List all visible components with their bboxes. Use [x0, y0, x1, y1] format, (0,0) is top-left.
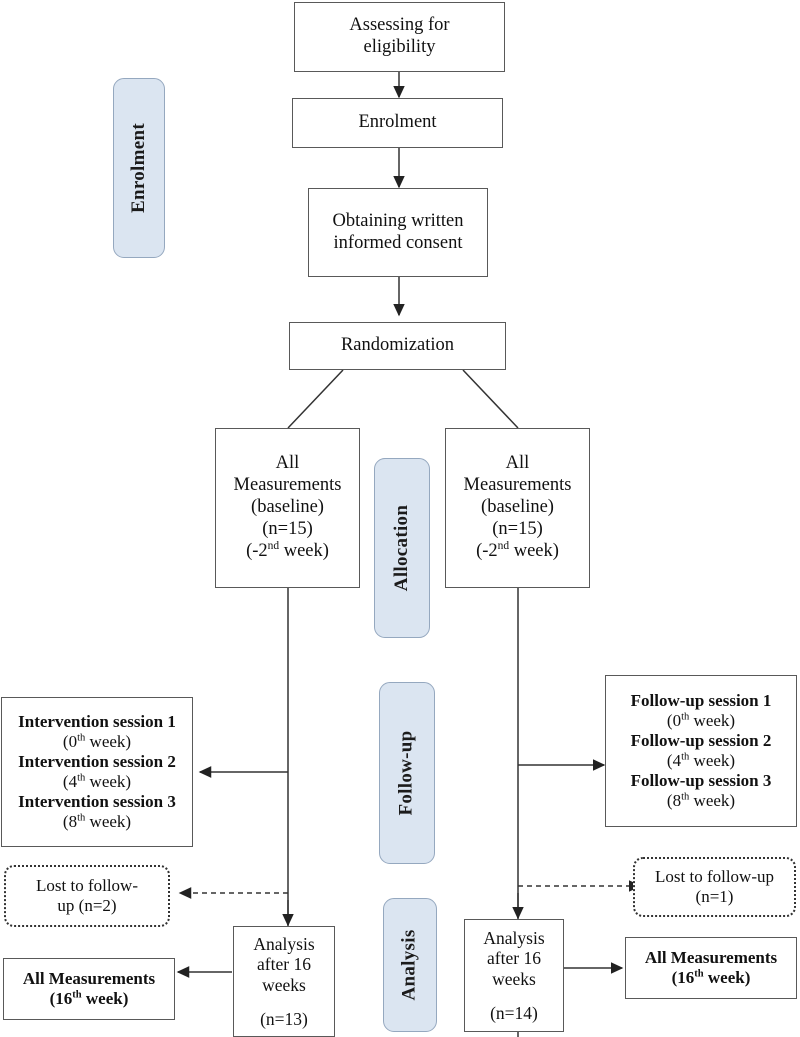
node-baseline-left: All Measurements (baseline) (n=15) (-2nd…: [215, 428, 360, 588]
analysis-left-line-2: after 16: [257, 954, 311, 975]
baseline-left-week-sup: nd: [267, 539, 280, 552]
analysis-left-line-1: Analysis: [253, 933, 315, 954]
intervention-week-3: (8th week): [62, 812, 132, 832]
lost-left-line-2: up (n=2): [57, 896, 117, 915]
consent-line-2: informed consent: [333, 232, 463, 253]
stage-band-followup: Follow-up: [379, 682, 435, 864]
final-right-week: (16th week): [671, 968, 751, 987]
followup-title-2: Follow-up session 2: [630, 730, 772, 750]
stage-label-analysis: Analysis: [399, 929, 421, 1001]
node-enrolment: Enrolment: [292, 98, 503, 148]
stage-label-followup: Follow-up: [396, 730, 418, 816]
analysis-right-line-2: after 16: [487, 948, 541, 969]
analysis-right-count: (n=14): [490, 1002, 538, 1023]
baseline-left-line-1: All: [275, 453, 300, 474]
intervention-title-2: Intervention session 2: [18, 751, 176, 771]
intervention-week-2: (4th week): [62, 772, 132, 791]
analysis-right-line-3: weeks: [492, 968, 536, 989]
baseline-left-line-3: (baseline): [251, 497, 324, 518]
baseline-right-line-4: (n=15): [492, 518, 543, 539]
followup-title-3: Follow-up session 3: [630, 771, 772, 791]
randomization-line-1: Randomization: [340, 335, 455, 356]
line-randomization-to-right-baseline: [462, 369, 519, 429]
baseline-right-line-2: Measurements: [463, 475, 572, 496]
baseline-left-line-2: Measurements: [233, 475, 342, 496]
followup-week-3: (8th week): [666, 791, 736, 811]
baseline-right-week-sup: nd: [497, 539, 510, 552]
followup-week-2: (4th week): [666, 751, 736, 770]
baseline-right-week: (-2nd week): [476, 539, 559, 561]
node-final-measurements-right: All Measurements (16th week): [625, 937, 797, 999]
stage-band-allocation: Allocation: [374, 458, 430, 638]
node-followup-sessions: Follow-up session 1 (0th week) Follow-up…: [605, 675, 797, 827]
baseline-left-week: (-2nd week): [246, 539, 329, 561]
lost-right-line-2: (n=1): [695, 887, 734, 906]
node-analysis-left: Analysis after 16 weeks (n=13): [233, 926, 335, 1037]
final-left-title: All Measurements: [22, 968, 156, 988]
final-right-title: All Measurements: [644, 947, 778, 967]
intervention-week-1: (0th week): [62, 731, 132, 751]
node-analysis-right: Analysis after 16 weeks (n=14): [464, 919, 564, 1032]
node-assessing-for-eligibility: Assessing for eligibility: [294, 2, 505, 72]
baseline-right-line-1: All: [505, 453, 530, 474]
enrolment-line-1: Enrolment: [358, 112, 437, 133]
assessing-line-1: Assessing for: [349, 15, 450, 36]
analysis-right-line-1: Analysis: [483, 927, 545, 948]
followup-title-1: Follow-up session 1: [630, 690, 772, 710]
node-lost-to-followup-left: Lost to follow- up (n=2): [4, 865, 170, 927]
assessing-line-2: eligibility: [363, 37, 436, 57]
baseline-right-line-3: (baseline): [481, 497, 554, 518]
lost-right-line-1: Lost to follow-up: [655, 866, 774, 886]
node-baseline-right: All Measurements (baseline) (n=15) (-2nd…: [445, 428, 590, 588]
node-randomization: Randomization: [289, 322, 506, 370]
intervention-title-3: Intervention session 3: [18, 792, 176, 812]
line-randomization-to-left-baseline: [287, 369, 344, 429]
node-intervention-sessions: Intervention session 1 (0th week) Interv…: [1, 697, 193, 847]
analysis-left-line-3: weeks: [262, 974, 306, 995]
lost-left-line-1: Lost to follow-: [36, 875, 138, 895]
stage-band-analysis: Analysis: [383, 898, 437, 1032]
followup-week-1: (0th week): [666, 710, 736, 730]
stage-label-allocation: Allocation: [391, 504, 413, 592]
node-informed-consent: Obtaining written informed consent: [308, 188, 488, 277]
node-final-measurements-left: All Measurements (16th week): [3, 958, 175, 1020]
node-lost-to-followup-right: Lost to follow-up (n=1): [633, 857, 796, 917]
stage-label-enrolment: Enrolment: [128, 123, 149, 213]
analysis-left-count: (n=13): [260, 1008, 308, 1029]
intervention-title-1: Intervention session 1: [18, 711, 176, 731]
final-left-week: (16th week): [49, 989, 129, 1008]
baseline-left-line-4: (n=15): [262, 518, 313, 539]
stage-band-enrolment: Enrolment: [113, 78, 165, 258]
consent-line-1: Obtaining written: [332, 210, 464, 231]
